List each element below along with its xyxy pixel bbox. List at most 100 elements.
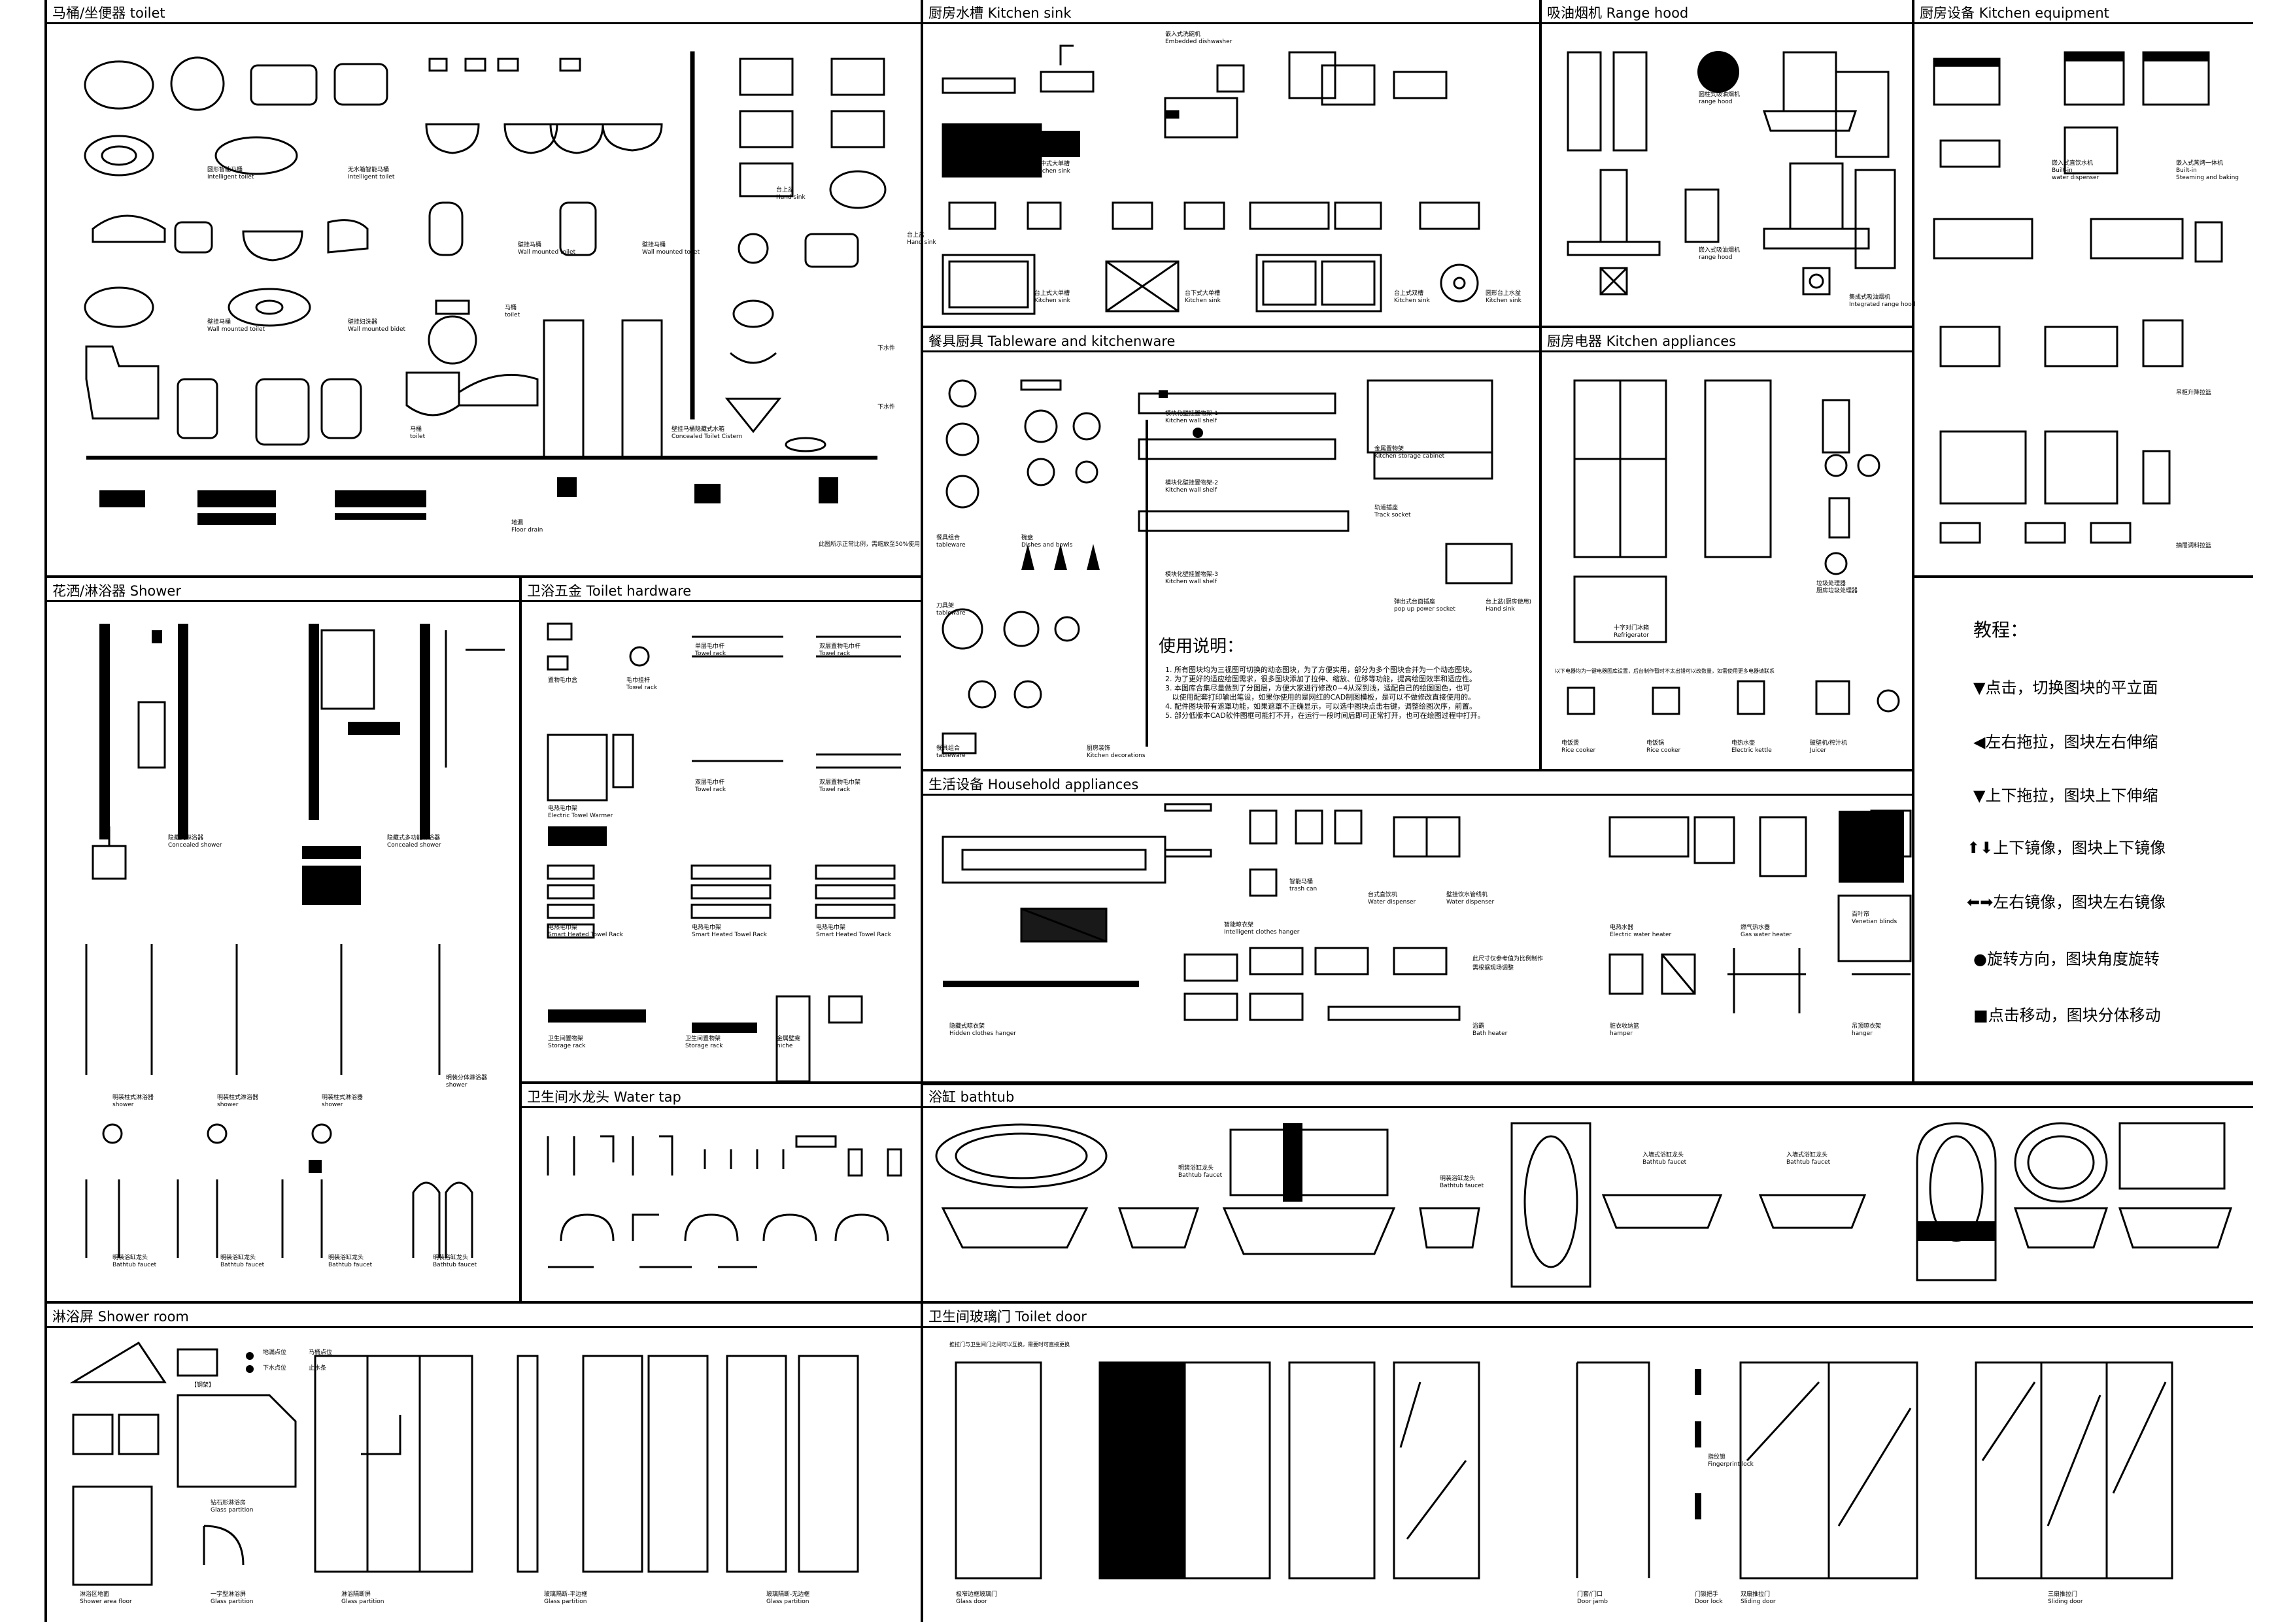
toilet-hardware-symbols[interactable] bbox=[522, 604, 923, 1085]
caption: 隐藏式晾衣架 Hidden clothes hanger bbox=[949, 1023, 1016, 1037]
caption: 双层毛巾杆 Towel rack bbox=[695, 779, 726, 793]
caption: 双层置物毛巾架 Towel rack bbox=[819, 779, 861, 793]
caption: 模块化壁挂置物架-1 Kitchen wall shelf bbox=[1165, 411, 1218, 424]
panel-toilet: 马桶/坐便器 toilet bbox=[47, 0, 936, 578]
caption: 百叶帘 Venetian blinds bbox=[1852, 911, 1897, 925]
caption: 无水箱智能马桶 Intelligent toilet bbox=[348, 167, 395, 180]
panel-toilet-hardware: 卫浴五金 Toilet hardware 置物毛巾盒 毛巾挂杆 Towel ra… bbox=[519, 575, 923, 1084]
panel-title: 吸油烟机 Range hood bbox=[1547, 5, 1689, 21]
caption: 浴霸 Bath heater bbox=[1472, 1023, 1508, 1037]
tutorial-title: 教程： bbox=[1973, 619, 2029, 641]
caption: 明装分体淋浴器 shower bbox=[446, 1075, 488, 1089]
arrows-horizontal-icon: ⬅➡ bbox=[1967, 893, 1994, 911]
panel-title: 生活设备 Household appliances bbox=[928, 777, 1139, 792]
caption: 电饭锅 Rice cooker bbox=[1646, 740, 1681, 754]
caption: 壁挂马桶隐藏式水箱 Concealed Toilet Cistern bbox=[672, 426, 743, 440]
caption: 垃圾处理器 厨房垃圾处理器 bbox=[1816, 581, 1858, 594]
caption: 集成式吸油烟机 Integrated range hood bbox=[1849, 294, 1916, 308]
panel-title: 厨房设备 Kitchen equipment bbox=[1920, 5, 2109, 21]
caption: 金属置物架 Kitchen storage cabinet bbox=[1374, 446, 1445, 460]
caption: 明装柱式淋浴器 shower bbox=[322, 1094, 364, 1108]
caption: 餐具组合 tableware bbox=[936, 535, 966, 549]
triangle-left-icon: ◀ bbox=[1973, 733, 1986, 751]
panel-toilet-door: 卫生间玻璃门 Toilet door 推拉门与卫生间门之间可以互换，需要时可直接… bbox=[921, 1301, 2253, 1622]
usage-text: 1. 所有图块均为三视图可切换的动态图块，为了方便实用，部分为多个图块合并为一个… bbox=[1165, 666, 1485, 720]
caption: 嵌入式直饮水机 Built-in water dispenser bbox=[2052, 160, 2100, 181]
caption: 指纹锁 Fingerprint lock bbox=[1708, 1454, 1754, 1468]
caption: 明装浴缸龙头 Bathtub faucet bbox=[328, 1255, 373, 1268]
panel-range-hood: 吸油烟机 Range hood 圆柱式吸油烟机 range hood 嵌入式吸油… bbox=[1539, 0, 1916, 328]
caption: 金属壁龛 niche bbox=[777, 1036, 801, 1049]
toilet-symbols[interactable] bbox=[47, 26, 921, 575]
panel-shower-room: 淋浴屏 Shower room 地漏点位 马桶点位 下水点位 止水条 【钢架】 … bbox=[47, 1301, 923, 1622]
caption: 轨道插座 Track socket bbox=[1374, 505, 1411, 518]
tutorial-item: ⬅➡左右镜像，图块左右镜像 bbox=[1967, 893, 2166, 911]
usage-title: 使用说明： bbox=[1159, 637, 1244, 656]
caption: 圆形台上水盆 Kitchen sink bbox=[1486, 290, 1522, 304]
toilet-door-symbols[interactable] bbox=[923, 1330, 2253, 1624]
caption: 置物毛巾盒 bbox=[548, 677, 578, 684]
panel-title: 厨房水槽 Kitchen sink bbox=[928, 5, 1072, 21]
kitchen-appliances-symbols[interactable] bbox=[1542, 354, 1914, 773]
caption: 极窄边框玻璃门 Glass door bbox=[956, 1591, 998, 1605]
caption: 卫生间置物架 Storage rack bbox=[685, 1036, 723, 1049]
caption: 电热毛巾架 Smart Heated Towel Rack bbox=[692, 924, 768, 938]
panel-title: 淋浴屏 Shower room bbox=[52, 1309, 189, 1325]
panel-title: 厨房电器 Kitchen appliances bbox=[1547, 333, 1737, 349]
caption: 壁挂马桶 Wall mounted toilet bbox=[642, 242, 700, 256]
caption: 壁挂马桶 Wall mounted toilet bbox=[518, 242, 576, 256]
caption: 隐藏式多功能淋浴器 Concealed shower bbox=[387, 835, 441, 849]
tutorial-item: ◀左右拖拉，图块左右伸缩 bbox=[1973, 733, 2158, 751]
legend: 下水点位 bbox=[263, 1365, 287, 1372]
caption: 吊柜升降拉篮 bbox=[2176, 390, 2212, 396]
caption: 台上盆 Hand sink bbox=[776, 187, 806, 201]
shower-room-symbols[interactable] bbox=[47, 1330, 921, 1624]
caption: 破壁机/榨汁机 Juicer bbox=[1810, 740, 1848, 754]
caption: 明装浴缸龙头 Bathtub faucet bbox=[1440, 1176, 1484, 1189]
caption: 隐藏式淋浴器 Concealed shower bbox=[168, 835, 222, 849]
caption: 一字型淋浴屏 Glass partition bbox=[211, 1591, 254, 1605]
caption: 电热水壶 Electric kettle bbox=[1731, 740, 1772, 754]
household-symbols[interactable] bbox=[923, 798, 1914, 1085]
tableware-symbols[interactable] bbox=[923, 354, 1542, 773]
caption: 模块化壁挂置物架-3 Kitchen wall shelf bbox=[1165, 571, 1218, 585]
square-icon: ■ bbox=[1973, 1006, 1988, 1024]
legend: 马桶点位 bbox=[309, 1349, 333, 1356]
panel-tableware: 餐具厨具 Tableware and kitchenware 模块化壁挂置物架-… bbox=[921, 326, 1542, 771]
panel-title: 卫生间玻璃门 Toilet door bbox=[928, 1309, 1087, 1325]
legend: 地漏点位 bbox=[263, 1349, 287, 1356]
caption: 吊顶晾衣架 hanger bbox=[1852, 1023, 1882, 1037]
water-tap-symbols[interactable] bbox=[522, 1110, 923, 1304]
arrows-vertical-icon: ⬆⬇ bbox=[1967, 839, 1994, 857]
caption: 入墙式浴缸龙头 Bathtub faucet bbox=[1642, 1152, 1687, 1166]
caption: 马桶 toilet bbox=[505, 305, 520, 318]
shower-symbols[interactable] bbox=[47, 604, 519, 1304]
caption: 电热毛巾架 Smart Heated Towel Rack bbox=[548, 924, 624, 938]
td-note: 推拉门与卫生间门之间可以互换，需要时可直接更换 bbox=[949, 1342, 1070, 1347]
caption: 明装柱式淋浴器 shower bbox=[112, 1094, 154, 1108]
panel-title: 浴缸 bathtub bbox=[928, 1089, 1015, 1105]
panel-household: 生活设备 Household appliances bbox=[921, 769, 1914, 1085]
caption: 十字对门冰箱 Refrigerator bbox=[1614, 625, 1650, 639]
caption: 嵌入式洗碗机 Embedded dishwasher bbox=[1165, 31, 1232, 45]
ka-note: 以下电器均为一键电器图库设置，后台制作暂时不太出错可以改数量，如需使用更多电器请… bbox=[1555, 668, 1775, 674]
caption: 明装浴缸龙头 Bathtub faucet bbox=[220, 1255, 265, 1268]
panel-kitchen-sink: 厨房水槽 Kitchen sink 嵌入式洗碗机 Embedded dishwa… bbox=[921, 0, 1542, 328]
ha-note: 此尺寸仅参考值为比例制作 需根据现场调整 bbox=[1472, 956, 1544, 972]
caption: 明装浴缸龙头 Bathtub faucet bbox=[433, 1255, 477, 1268]
caption: 双层置物毛巾杆 Towel rack bbox=[819, 643, 861, 657]
caption: 明装浴缸龙头 Bathtub faucet bbox=[1178, 1165, 1223, 1179]
bathtub-symbols[interactable] bbox=[923, 1110, 2253, 1304]
triangle-down-icon: ▼ bbox=[1973, 679, 1986, 697]
kitchen-sink-symbols[interactable] bbox=[923, 26, 1542, 327]
caption: 台下式大单槽 Kitchen sink bbox=[1185, 290, 1221, 304]
tutorial-item: ▼点击，切换图块的平立面 bbox=[1973, 679, 2158, 697]
range-hood-symbols[interactable] bbox=[1542, 26, 1914, 327]
caption: 台中式大单槽 Kitchen sink bbox=[1034, 161, 1070, 175]
caption: 台上式双槽 Kitchen sink bbox=[1394, 290, 1430, 304]
kitchen-equipment-symbols[interactable] bbox=[1914, 26, 2253, 575]
caption: 钻石形淋浴房 Glass partition bbox=[211, 1500, 254, 1514]
caption: 下水件 bbox=[877, 404, 896, 411]
caption: 弹出式台面插座 pop up power socket bbox=[1394, 599, 1455, 613]
caption: 明装柱式淋浴器 shower bbox=[217, 1094, 259, 1108]
